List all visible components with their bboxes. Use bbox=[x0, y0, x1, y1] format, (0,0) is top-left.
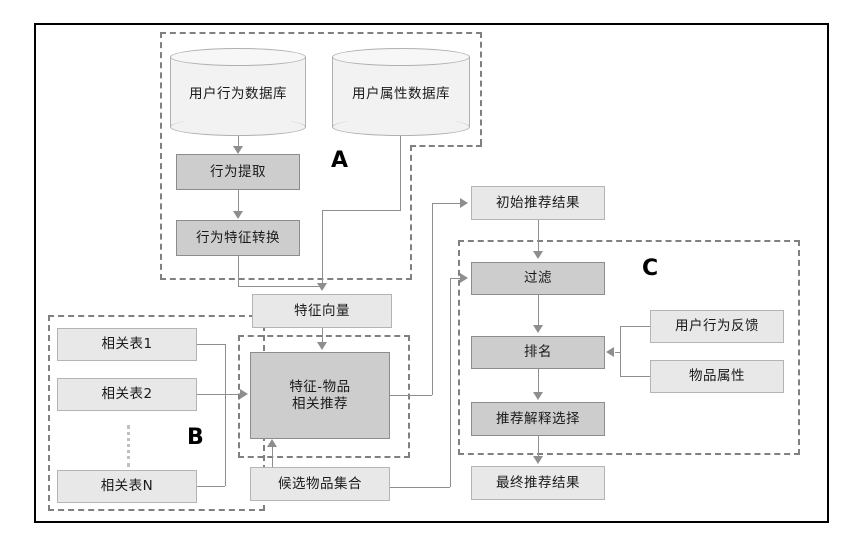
edge-attrdb-down bbox=[400, 136, 401, 211]
edge-relation-bus bbox=[225, 344, 226, 486]
cylinder-bottom bbox=[170, 118, 306, 136]
node-user-behavior-db-label: 用户行为数据库 bbox=[189, 86, 287, 102]
node-ranking[interactable]: 排名 bbox=[471, 336, 605, 369]
edge-rel2-h bbox=[197, 394, 225, 395]
edge-candidate-to-filter-arrow bbox=[460, 273, 468, 283]
edge-initial-to-filter-arrow bbox=[533, 251, 543, 259]
cylinder-top bbox=[332, 48, 470, 66]
cylinder-top bbox=[170, 48, 306, 66]
edge-itemattr-h bbox=[620, 376, 650, 377]
node-relation-table-1-label: 相关表1 bbox=[101, 336, 153, 353]
edge-rec-to-initial-v bbox=[432, 203, 433, 395]
node-filter-label: 过滤 bbox=[524, 270, 552, 287]
group-c-label: C bbox=[642, 256, 659, 281]
node-behavior-feature-label: 行为特征转换 bbox=[196, 229, 280, 246]
node-user-attribute-db[interactable]: 用户属性数据库 bbox=[332, 48, 470, 136]
edge-feature-to-vector-v bbox=[238, 256, 239, 286]
edge-attrdb-to-vector-arrow bbox=[317, 283, 327, 291]
edge-ranking-to-explain-arrow bbox=[533, 392, 543, 400]
edge-rec-to-initial-arrow bbox=[460, 198, 468, 208]
node-user-behavior-db[interactable]: 用户行为数据库 bbox=[170, 48, 306, 136]
edge-candidate-to-rec-arrow bbox=[267, 439, 277, 447]
edge-candidate-to-rec bbox=[272, 447, 273, 467]
node-item-attribute-label: 物品属性 bbox=[689, 368, 745, 385]
edge-rel1-h bbox=[197, 344, 225, 345]
node-feature-vector-label: 特征向量 bbox=[294, 302, 350, 319]
node-final-result[interactable]: 最终推荐结果 bbox=[471, 466, 605, 500]
node-feature-item-rec-label-line2: 相关推荐 bbox=[292, 395, 348, 412]
edge-rec-to-initial-h1 bbox=[390, 395, 432, 396]
edge-extract-to-feature bbox=[238, 190, 239, 212]
cylinder-body bbox=[170, 57, 306, 127]
edge-candidate-to-filter-h2 bbox=[450, 278, 461, 279]
edge-candidate-to-filter-v bbox=[450, 278, 451, 487]
edge-initial-to-filter bbox=[538, 220, 539, 252]
node-relation-table-n-label: 相关表N bbox=[100, 478, 154, 495]
edge-relation-to-rec-arrow bbox=[240, 389, 248, 399]
edge-behaviordb-to-extract bbox=[238, 136, 239, 148]
node-behavior-feature[interactable]: 行为特征转换 bbox=[176, 220, 300, 256]
node-explain-select-label: 推荐解释选择 bbox=[496, 410, 580, 427]
relation-table-ellipsis-icon bbox=[127, 425, 130, 467]
cylinder-bottom bbox=[332, 118, 470, 136]
node-final-result-label: 最终推荐结果 bbox=[496, 474, 580, 491]
node-candidate-items[interactable]: 候选物品集合 bbox=[250, 467, 390, 501]
edge-attrdb-left bbox=[322, 210, 401, 211]
edge-feedback-to-ranking-arrow bbox=[606, 347, 614, 357]
node-initial-result-label: 初始推荐结果 bbox=[496, 194, 580, 211]
edge-attrdb-to-vector-v bbox=[322, 210, 323, 284]
group-b-inner-dashed-boundary bbox=[238, 335, 410, 458]
node-feature-item-rec-label-line1: 特征-物品 bbox=[289, 378, 351, 395]
edge-vector-to-rec bbox=[322, 328, 323, 343]
edge-explain-to-final-arrow bbox=[533, 456, 543, 464]
node-feature-vector[interactable]: 特征向量 bbox=[252, 294, 392, 328]
node-user-feedback[interactable]: 用户行为反馈 bbox=[650, 310, 784, 343]
edge-reln-h bbox=[197, 486, 225, 487]
edge-relation-to-rec bbox=[225, 394, 241, 395]
node-candidate-items-label: 候选物品集合 bbox=[278, 475, 362, 492]
edge-feedback-bus bbox=[620, 326, 621, 376]
group-c-dashed-boundary bbox=[458, 240, 800, 455]
edge-behaviordb-to-extract-arrow bbox=[233, 146, 243, 154]
node-filter[interactable]: 过滤 bbox=[471, 262, 605, 295]
edge-explain-to-final bbox=[538, 436, 539, 458]
edge-vector-to-rec-arrow bbox=[317, 342, 327, 350]
node-relation-table-n[interactable]: 相关表N bbox=[57, 470, 197, 503]
node-explain-select[interactable]: 推荐解释选择 bbox=[471, 402, 605, 436]
edge-candidate-to-filter-h1 bbox=[390, 487, 450, 488]
node-user-feedback-label: 用户行为反馈 bbox=[675, 318, 759, 335]
node-feature-item-rec[interactable]: 特征-物品 相关推荐 bbox=[250, 352, 390, 439]
edge-feedback-to-ranking-h bbox=[615, 352, 620, 353]
node-relation-table-2[interactable]: 相关表2 bbox=[57, 378, 197, 411]
node-relation-table-2-label: 相关表2 bbox=[101, 386, 153, 403]
group-b-label: B bbox=[187, 425, 204, 450]
edge-rec-to-initial-h2 bbox=[432, 203, 461, 204]
cylinder-body bbox=[332, 57, 470, 127]
node-behavior-extract[interactable]: 行为提取 bbox=[176, 154, 300, 190]
node-item-attribute[interactable]: 物品属性 bbox=[650, 360, 784, 393]
node-relation-table-1[interactable]: 相关表1 bbox=[57, 328, 197, 361]
edge-filter-to-ranking bbox=[538, 295, 539, 326]
node-ranking-label: 排名 bbox=[524, 344, 552, 361]
node-behavior-extract-label: 行为提取 bbox=[210, 163, 266, 180]
edge-filter-to-ranking-arrow bbox=[533, 325, 543, 333]
edge-ranking-to-explain bbox=[538, 369, 539, 393]
edge-extract-to-feature-arrow bbox=[233, 211, 243, 219]
group-a-label: A bbox=[331, 148, 349, 173]
edge-feature-to-vector-h bbox=[238, 286, 322, 287]
edge-feedback-h bbox=[620, 326, 650, 327]
node-initial-result[interactable]: 初始推荐结果 bbox=[471, 186, 605, 220]
node-user-attribute-db-label: 用户属性数据库 bbox=[352, 86, 450, 102]
